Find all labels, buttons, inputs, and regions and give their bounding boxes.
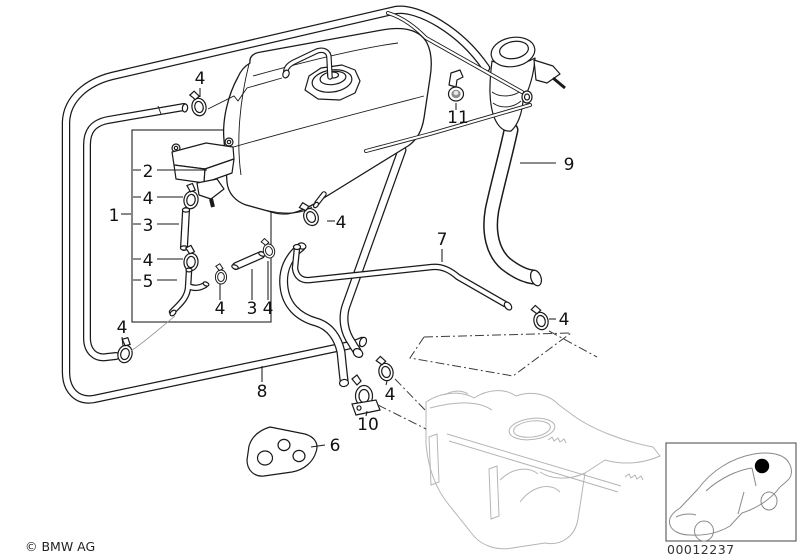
hose-clamp-left	[115, 335, 137, 365]
callout-4-bottom: 4	[385, 385, 396, 405]
thin-pipe-top	[364, 11, 533, 153]
tank-bracket	[448, 69, 464, 88]
car-location-thumbnail	[665, 442, 797, 542]
breather-pipe-7	[291, 243, 513, 311]
level-sensor-2	[171, 137, 235, 208]
callout-7: 7	[437, 230, 448, 250]
callout-8: 8	[257, 382, 268, 402]
callout-4-tank: 4	[336, 213, 347, 233]
grommet-plate-6	[246, 426, 318, 477]
callout-4-top: 4	[195, 69, 206, 89]
callout-5: 5	[143, 272, 154, 292]
hose-3-upper	[179, 207, 191, 251]
callout-4-box-br: 4	[263, 299, 274, 319]
tank-vent-pipe-lower	[339, 145, 407, 358]
detail-box	[131, 129, 272, 323]
callout-6: 6	[330, 436, 341, 456]
vent-elbow	[282, 47, 333, 80]
callout-4-neck: 4	[559, 310, 570, 330]
callout-3-upper: 3	[143, 216, 154, 236]
tank-cap	[304, 64, 361, 101]
leader-lines	[121, 77, 556, 448]
diagram-number-text: 00012237	[667, 542, 735, 557]
callout-10: 10	[357, 415, 379, 435]
y-hose-5	[168, 267, 210, 317]
hose-clamp-box-bl	[214, 263, 228, 285]
location-dot	[754, 458, 770, 474]
hose-3-box	[231, 251, 266, 270]
callout-9: 9	[564, 155, 575, 175]
tank-nipple	[312, 191, 327, 209]
callout-2: 2	[143, 162, 154, 182]
hose-clamp-bottom	[374, 353, 396, 383]
callout-4-mid: 4	[143, 251, 154, 271]
inner-hose	[83, 103, 189, 362]
hose-clamp-top	[188, 88, 209, 118]
copyright-text: © BMW AG	[25, 539, 95, 554]
dashed-panel-outline	[377, 330, 598, 430]
expansion-tank	[222, 27, 464, 215]
callout-4-box-bl: 4	[215, 299, 226, 319]
callout-4-left: 4	[117, 318, 128, 338]
callout-11: 11	[447, 108, 469, 128]
hose-clamp-mid	[182, 244, 201, 272]
callout-3-box: 3	[247, 299, 258, 319]
fuel-tank-ghost	[425, 390, 661, 550]
grommet-11	[447, 86, 465, 102]
hose-clamp-neck-end	[529, 302, 551, 332]
vent-hose-8	[61, 5, 491, 404]
filler-vent-pipe-9	[483, 36, 566, 287]
callout-4-upper: 4	[143, 189, 154, 209]
bracket-clamp-10	[351, 374, 381, 416]
callout-1: 1	[109, 206, 120, 226]
